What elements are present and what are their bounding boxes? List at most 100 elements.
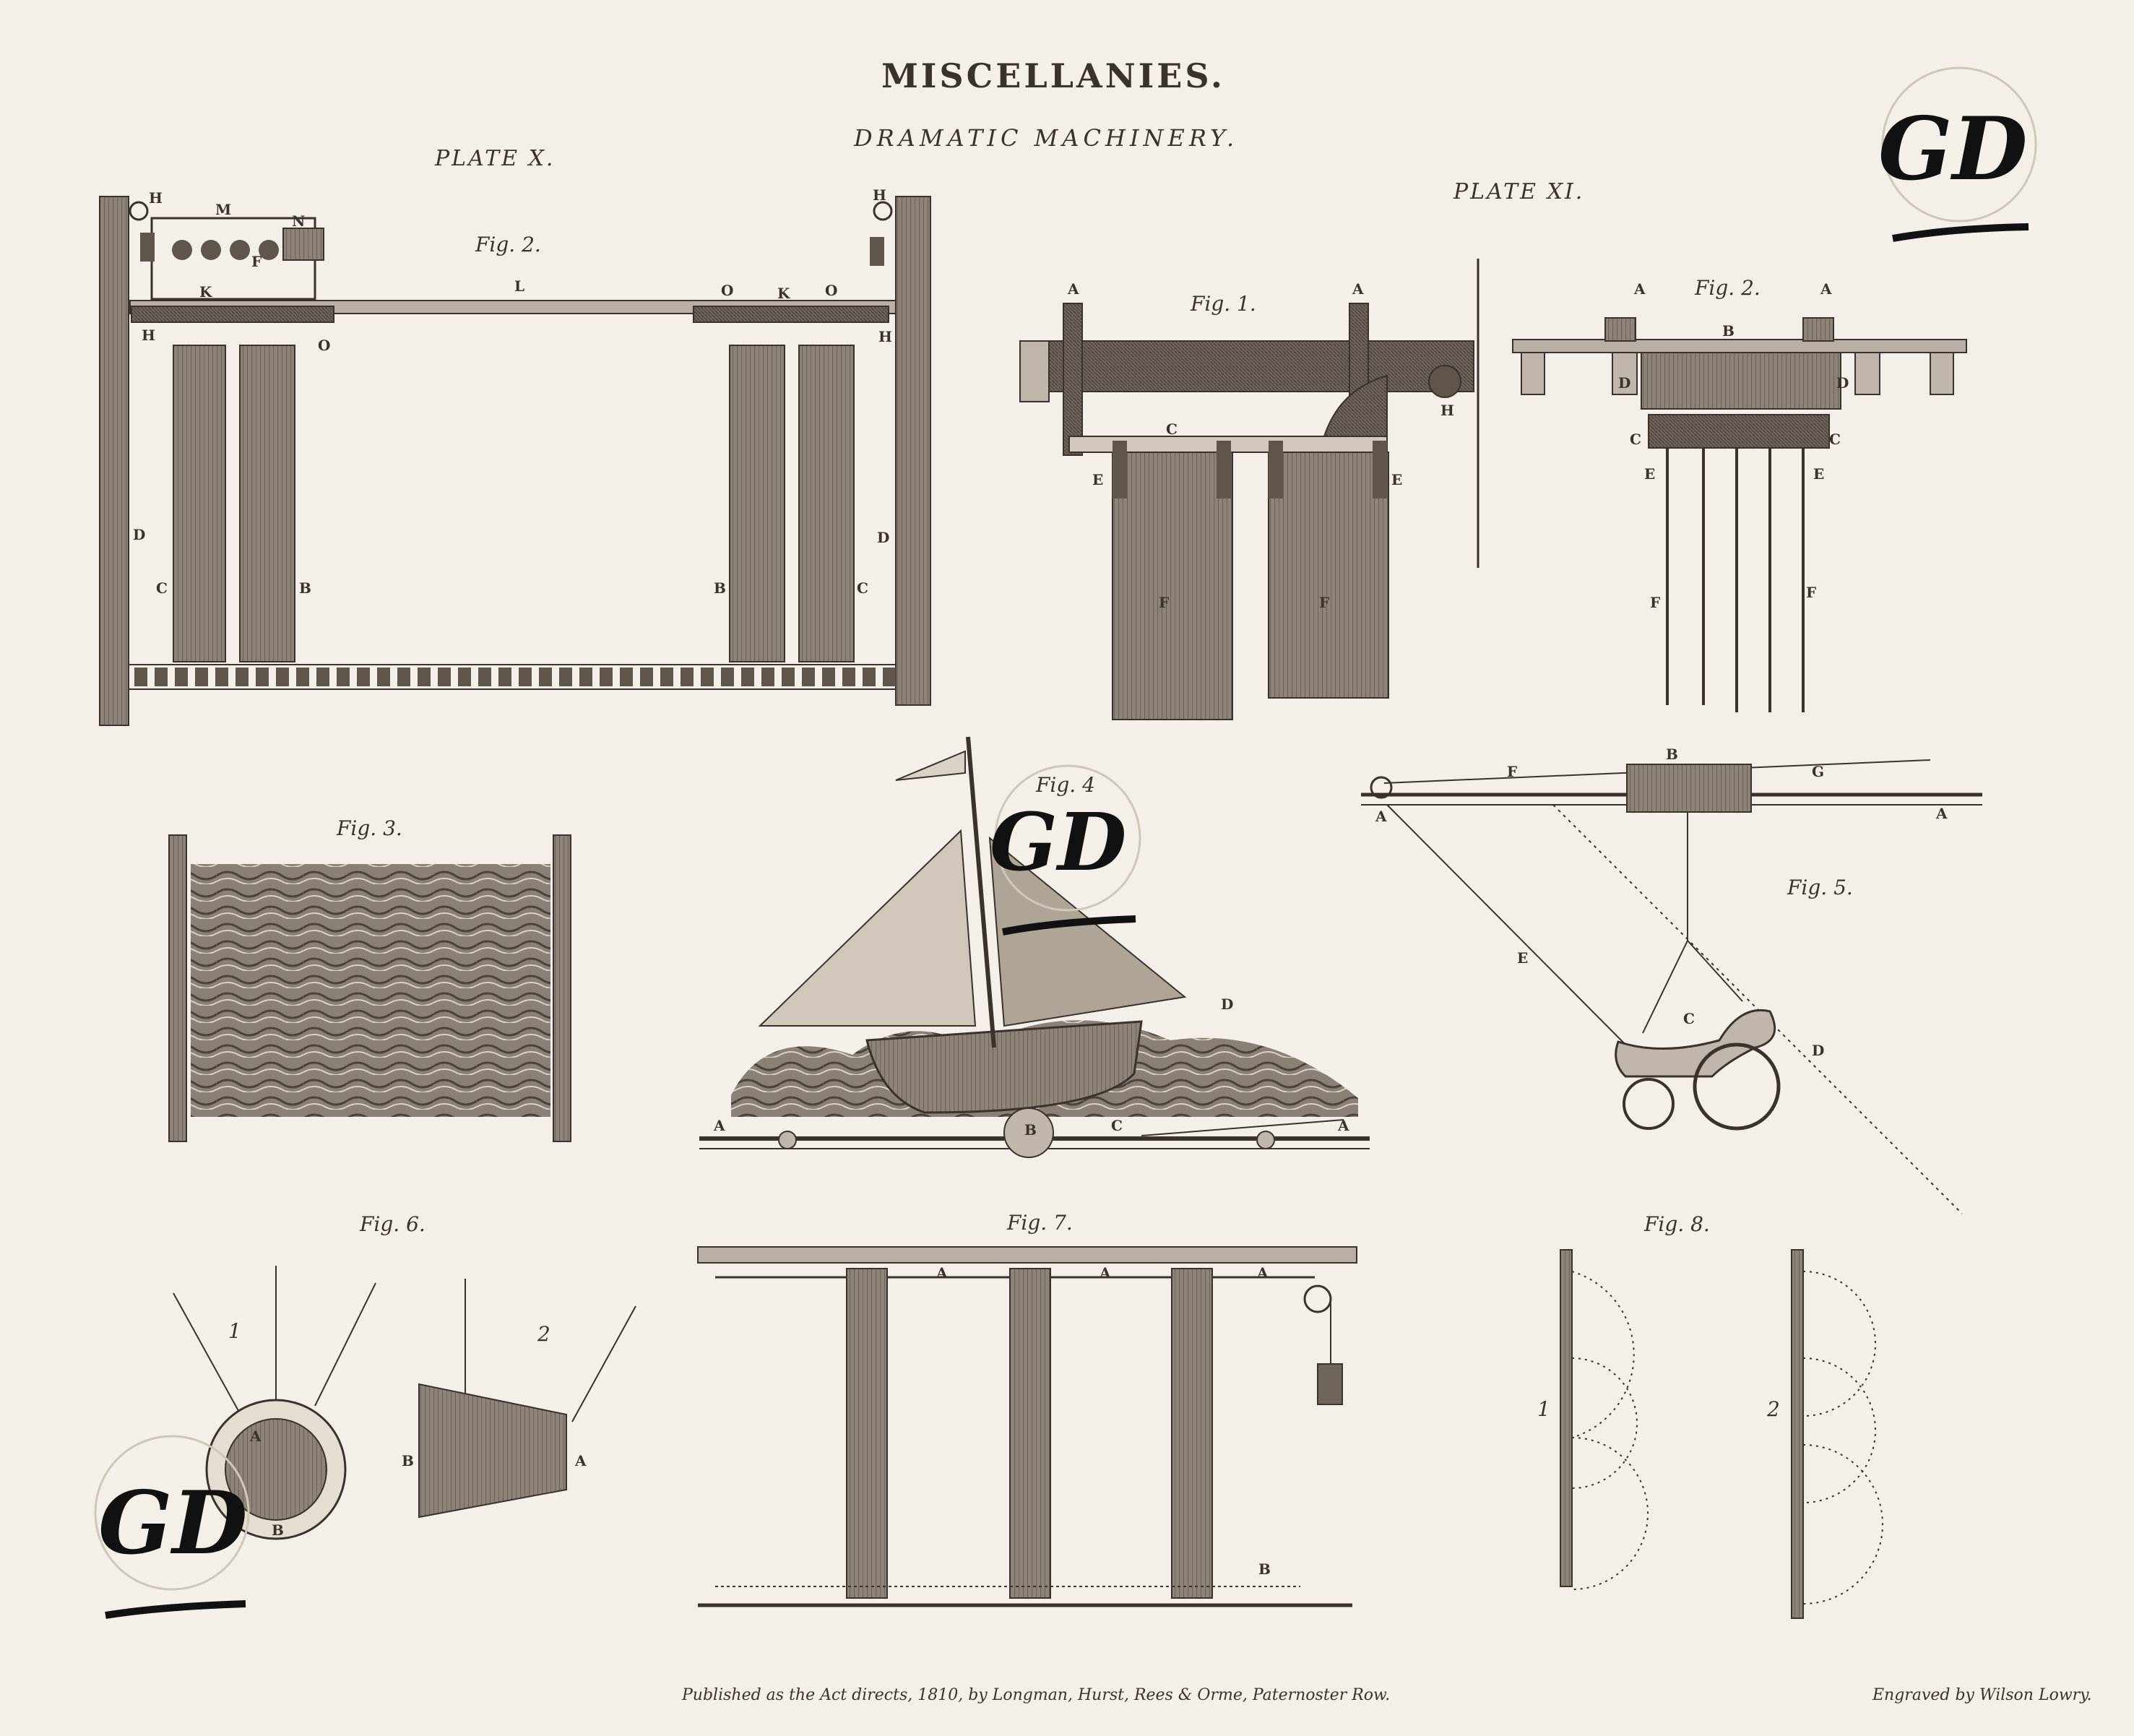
fig6-label-B-1: B [272,1521,284,1539]
fig6-drawing [173,1266,636,1540]
fig7-label-A-1: A [936,1264,948,1282]
label-O: O [721,282,734,299]
floor-groove-block [195,668,208,686]
fig5-carriage [1626,764,1752,813]
fig6-label-A-2: A [575,1452,587,1469]
floor-groove-block [782,668,795,686]
floor-groove-block [539,668,552,686]
p11f2-label-F-left: F [1650,594,1661,611]
ship-hull [865,1020,1143,1114]
floor-groove-block [701,668,714,686]
fig5-label-D: D [1812,1042,1825,1059]
label-D-left: D [133,526,146,543]
fig4-label-D: D [1221,996,1234,1013]
label-H-left-low: H [142,327,155,344]
fig8-drawing [1560,1249,1883,1619]
p11f2-label-D-right: D [1836,374,1849,392]
right-post [895,196,931,706]
floor-groove-block [418,668,431,686]
label-B-left: B [299,579,311,597]
plate-xi-label: PLATE XI. [1453,179,1585,204]
floor-groove-block [681,668,694,686]
engraver-credit: Engraved by Wilson Lowry. [1872,1686,2092,1704]
label-L: L [514,277,525,295]
fig5-label-A-right: A [1936,805,1948,822]
fig5-label-C: C [1683,1010,1695,1027]
floor-groove-block [276,668,289,686]
caption-fig3: Fig. 3. [337,816,402,840]
fig3-waves-drawing [168,834,571,1142]
svg-text:GD: GD [98,1472,248,1574]
floor-groove-block [256,668,269,686]
fig4-label-A-right: A [1338,1117,1349,1134]
fig7-label-B: B [1258,1560,1271,1578]
p11f2-label-F-right: F [1806,584,1817,601]
floor-groove-block [721,668,734,686]
floor-groove-block [377,668,390,686]
floor-groove-block [438,668,451,686]
floor-groove-block [761,668,774,686]
flat-b-right [729,345,785,662]
fig7-drawing [697,1246,1357,1607]
svg-text:GD: GD [990,795,1126,889]
fig5-label-B: B [1666,746,1678,763]
floor-groove-block [236,668,249,686]
ship-mast [966,736,996,1048]
caption-fig6: Fig. 6. [360,1212,425,1236]
p11f1-label-A-left: A [1068,280,1079,298]
label-O-left: O [318,337,331,354]
jib-sail [758,829,977,1027]
floor-groove-block [357,668,370,686]
p11f2-label-B: B [1722,322,1735,340]
floor-groove-block [498,668,511,686]
fig1-flat-right [1268,452,1389,699]
floor-groove-block [175,668,188,686]
floor-groove-block [559,668,572,686]
floor-groove-block [155,668,168,686]
label-K: K [199,283,212,301]
floor-groove-block [215,668,228,686]
floor-groove-block [478,668,491,686]
floor-groove-block [134,668,147,686]
caption-fig4: Fig. 4 [1036,773,1095,797]
caption-fig5: Fig. 5. [1787,876,1853,899]
label-C-right: C [857,579,868,597]
fig8-label-1: 1 [1537,1397,1550,1421]
floor-groove-block [337,668,350,686]
p11f2-label-C-left: C [1630,431,1641,448]
p11f1-label-F-left: F [1159,594,1170,611]
label-M: M [215,201,232,218]
publisher-imprint: Published as the Act directs, 1810, by L… [682,1686,1391,1704]
p11f1-label-H: H [1440,402,1454,419]
label-K-right: K [777,285,790,302]
page-title: MISCELLANIES. [881,56,1225,95]
floor-groove-block [397,668,410,686]
p11f2-label-A-left: A [1634,280,1646,298]
watermark-bottom-left: GD [94,1435,250,1619]
watermark-top-right: GD [1878,66,2037,242]
fig6-wing [418,1383,567,1519]
fig4-label-B: B [1024,1121,1037,1139]
label-H-right-low: H [878,328,892,345]
fig6-label-B-2: B [402,1452,414,1469]
caption-fig8: Fig. 8. [1644,1212,1710,1236]
page-subtitle: DRAMATIC MACHINERY. [854,124,1239,152]
p11f1-label-A-right: A [1352,280,1364,298]
label-D-right: D [877,529,890,546]
roller-2 [1009,1268,1051,1599]
fig6-label-A-1: A [250,1428,262,1445]
caption-fig7: Fig. 7. [1007,1211,1073,1235]
flat-c-left [173,345,226,662]
fig5-label-G: G [1812,763,1825,780]
floor-groove-block [802,668,815,686]
floor-groove-block [842,668,855,686]
p11f1-label-E-right: E [1391,471,1403,488]
fig4-ship-drawing [699,736,1370,1158]
p11f2-label-E-left: E [1644,465,1656,483]
p11f1-label-C: C [1166,420,1178,438]
fig4-label-C: C [1111,1117,1123,1134]
caption-plate11-fig1: Fig. 1. [1191,292,1256,316]
floor-groove-block [883,668,896,686]
floor-groove-block [316,668,329,686]
